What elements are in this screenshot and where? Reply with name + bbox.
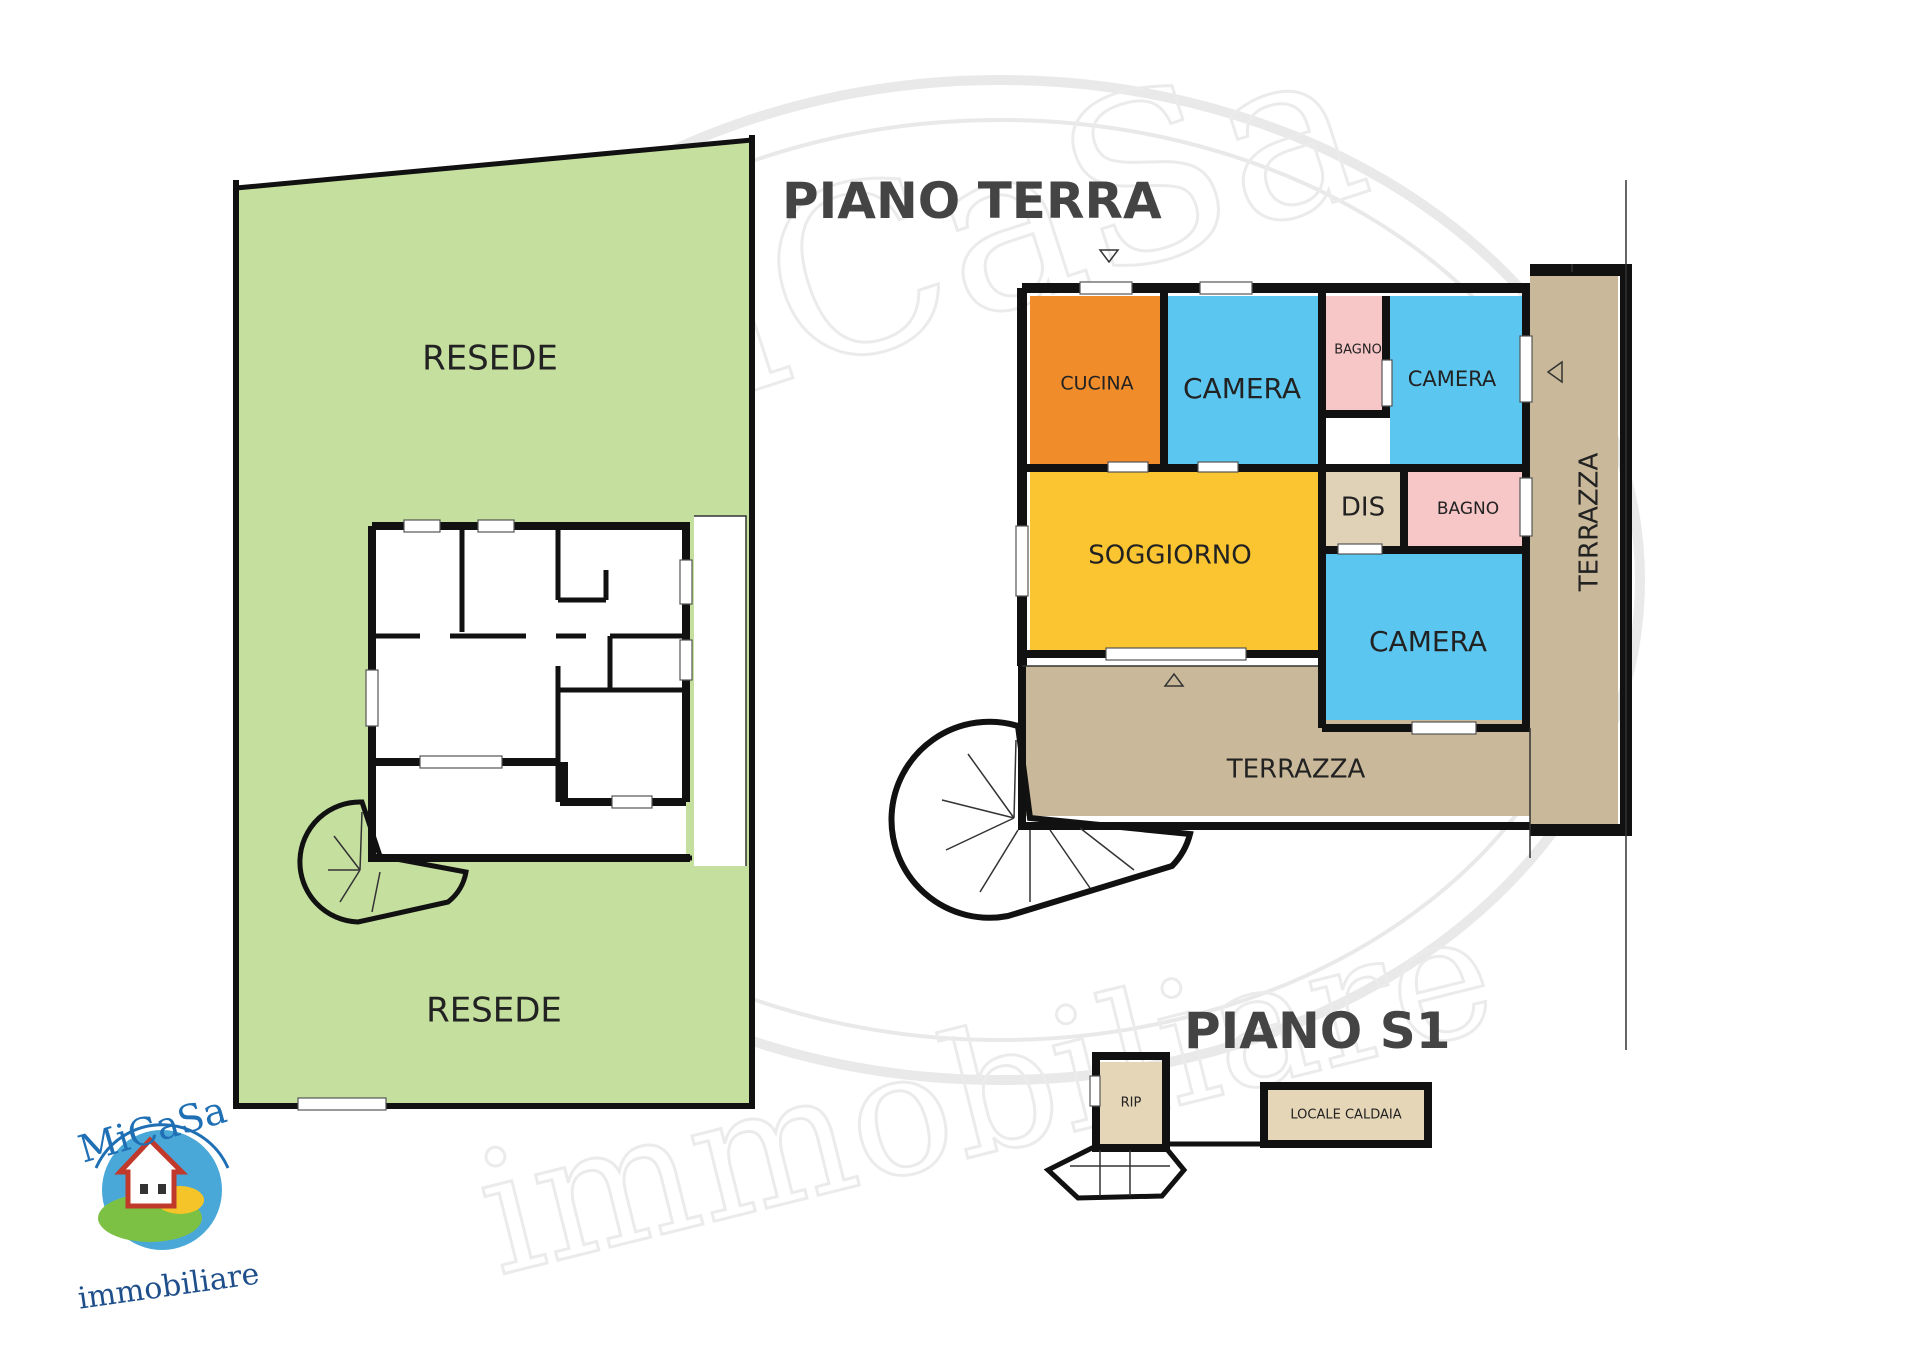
room-bagno-1 [1326, 296, 1386, 410]
label-resede-north: RESEDE [422, 339, 558, 379]
label-bagno-2: BAGNO [1437, 499, 1499, 519]
logo-tagline: immobiliare [76, 1257, 262, 1317]
basement-plan [1043, 1052, 1432, 1201]
label-camera-3: CAMERA [1369, 625, 1487, 658]
label-cucina: CUCINA [1060, 373, 1133, 395]
room-rip [1100, 1062, 1162, 1144]
room-dis [1326, 470, 1402, 546]
micasa-logo: MiCaSa immobiliare [74, 1087, 262, 1316]
room-bagno-2 [1408, 470, 1522, 546]
title-piano-s1: PIANO S1 [1184, 1002, 1451, 1060]
label-terrazza-south: TERRAZZA [1226, 755, 1366, 785]
room-camera-1 [1168, 296, 1318, 464]
logo-house-icon [114, 1136, 189, 1209]
gate-opening [297, 1097, 387, 1111]
room-camera-3 [1326, 552, 1522, 720]
label-soggiorno: SOGGIORNO [1088, 541, 1251, 571]
label-bagno-1: BAGNO [1334, 343, 1382, 358]
label-camera-2: CAMERA [1408, 367, 1497, 391]
room-soggiorno [1030, 470, 1318, 650]
garden-plan [233, 135, 755, 1111]
ground-floor-plan [888, 180, 1632, 1050]
room-locale-caldaia [1268, 1090, 1424, 1140]
label-rip: RIP [1121, 1096, 1142, 1111]
label-dis: DIS [1341, 493, 1385, 523]
title-piano-terra: PIANO TERRA [782, 172, 1162, 230]
garden-path [694, 516, 746, 866]
label-camera-1: CAMERA [1183, 372, 1301, 405]
room-camera-2 [1390, 296, 1522, 464]
label-locale-caldaia: LOCALE CALDAIA [1290, 1108, 1401, 1123]
label-resede-south: RESEDE [426, 991, 562, 1031]
label-terrazza-east: TERRAZZA [1575, 453, 1605, 593]
room-cucina [1030, 296, 1160, 464]
